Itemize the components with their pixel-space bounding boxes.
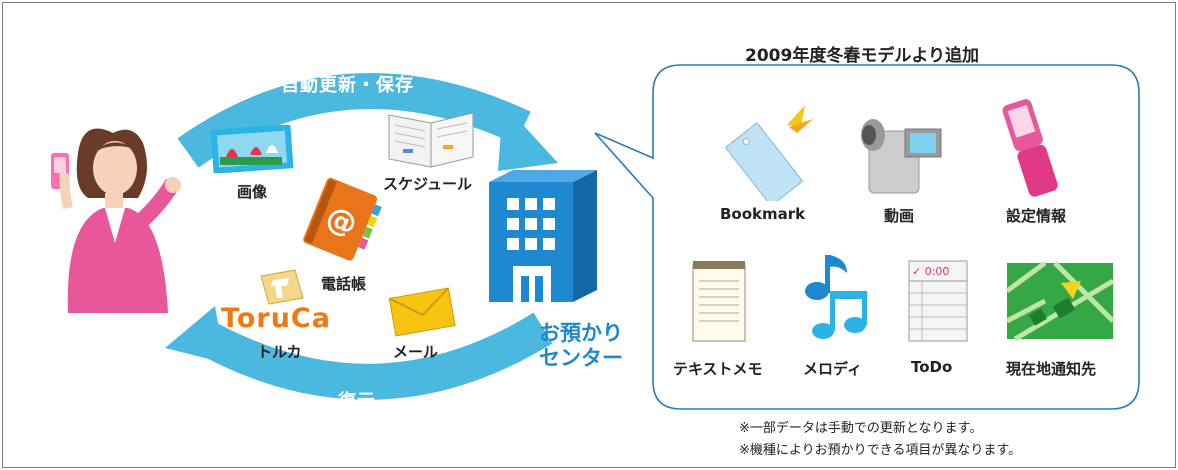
settings-label: 設定情報 [1006,207,1067,225]
toruca-card-icon [260,269,304,305]
todo-check: ✓ 0:00 [912,265,949,278]
melody-notes-icon [805,255,867,339]
woman-illustration [51,128,181,313]
center-label-line1: お預かり [539,321,623,345]
video-camera-icon [861,119,942,194]
location-notify-label: 現在地通知先 [1006,360,1097,378]
restore-label: 復元 [338,391,376,412]
image-icon [210,125,294,173]
bottom-arrow-band [189,312,553,400]
mail-envelope-icon [388,287,456,337]
center-label-line2: センター [539,346,623,370]
cycle-arrows [165,72,558,400]
location-map-icon [1005,261,1115,341]
melody-label: メロディ [803,360,862,378]
auto-update-label: 自動更新・保存 [281,75,414,96]
text-memo-label: テキストメモ [673,360,763,378]
note-line-1: ※一部データは手動での更新となります。 [739,421,983,436]
building-icon [489,170,597,302]
todo-label: ToDo [911,358,953,376]
note-line-2: ※機種によりお預かりできる項目が異なります。 [739,443,1022,458]
panel-title: 2009年度冬春モデルより追加 [745,46,979,66]
schedule-book-icon [388,112,474,168]
bottom-arrow-head [165,306,225,363]
bookmark-label: Bookmark [720,205,806,223]
phonebook-label: 電話帳 [321,275,367,293]
top-arrow-band [177,72,531,168]
toruca-logo: ToruCa [221,303,331,334]
video-label: 動画 [884,207,915,225]
phonebook-icon: @ [303,177,382,261]
center-label: お預かり センター [539,321,623,371]
bookmark-icon [724,105,813,201]
todo-list-icon: ✓ 0:00 [908,260,968,342]
image-label: 画像 [237,183,268,201]
schedule-label: スケジュール [383,175,472,193]
text-memo-icon [692,261,746,342]
mail-label: メール [393,343,439,361]
settings-phone-icon [1002,99,1058,197]
toruca-label: トルカ [257,343,302,361]
top-arrow-head [498,103,558,171]
